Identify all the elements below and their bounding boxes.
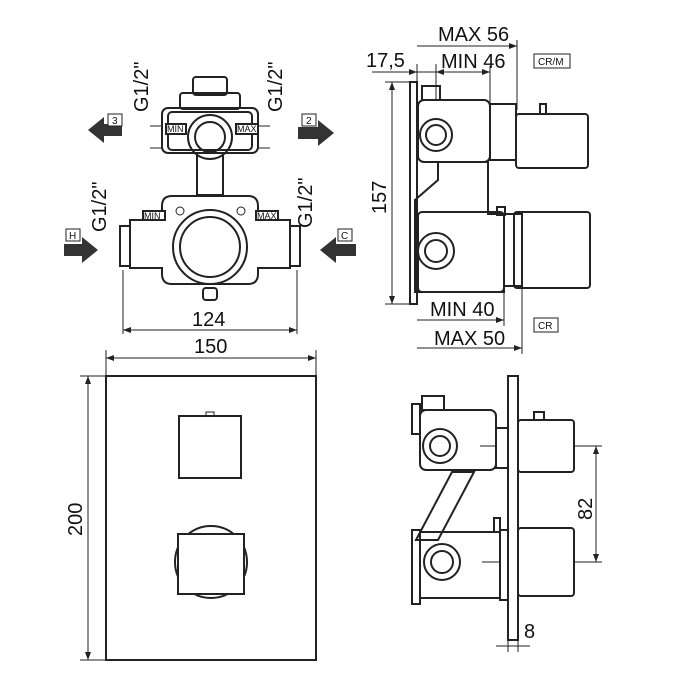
plate-side xyxy=(507,375,519,641)
width-124-label: 124 xyxy=(192,309,225,331)
thermostat-knob-side xyxy=(517,527,575,597)
diverter-body: MIN MAX xyxy=(150,76,270,160)
min-label-1: MIN xyxy=(167,124,184,134)
inlet-h-label: H xyxy=(69,231,76,242)
min-46-label: MIN 46 xyxy=(441,51,505,73)
tag-cr-m: CR/M xyxy=(538,57,564,68)
outlet-3-arrow-icon: 3 xyxy=(88,113,123,143)
thread-label-bottom-right: G1/2" xyxy=(295,178,317,228)
offset-17-5-label: 17,5 xyxy=(366,50,405,72)
thread-label-bottom-left: G1/2" xyxy=(89,182,111,232)
inlet-c-label: C xyxy=(341,231,348,242)
axis-spacing-82-label: 82 xyxy=(575,498,597,520)
thermostatic-body: MIN MAX xyxy=(119,195,301,301)
dimension-82: 82 xyxy=(574,445,602,563)
outlet-3-label: 3 xyxy=(112,116,118,127)
tag-cr: CR xyxy=(538,321,552,332)
dimension-124: 124 xyxy=(122,270,298,334)
body-front-view: MIN MAX MIN MAX xyxy=(64,62,356,334)
diverter-handle xyxy=(515,113,589,169)
min-label-2: MIN xyxy=(144,211,161,221)
dimension-157: 157 xyxy=(369,81,410,305)
thermostat-rosette xyxy=(174,525,248,599)
max-label-2: MAX xyxy=(257,211,277,221)
thermostat-handle xyxy=(513,211,591,289)
max-label-1: MAX xyxy=(237,124,257,134)
thread-label-top-right: G1/2" xyxy=(265,62,287,112)
dimension-max-56-min-46: MAX 56 MIN 46 xyxy=(417,24,518,110)
max-50-label: MAX 50 xyxy=(434,328,505,350)
plate-width-150-label: 150 xyxy=(194,336,227,358)
body-side-view: 17,5 MAX 56 MIN 46 CR/M 157 xyxy=(366,24,591,354)
max-56-label: MAX 56 xyxy=(438,24,509,46)
thermostat-knob xyxy=(177,533,245,595)
diverter-knob-side xyxy=(517,419,575,473)
installed-side-view: 82 8 xyxy=(411,375,602,652)
inlet-h-arrow-icon: H xyxy=(64,228,98,263)
min-40-label: MIN 40 xyxy=(430,299,494,321)
wall-plate xyxy=(409,81,418,305)
plate-height-200-label: 200 xyxy=(65,503,87,536)
dimension-150: 150 xyxy=(105,336,317,376)
thread-label-top-left: G1/2" xyxy=(131,62,153,112)
dimension-17-5: 17,5 xyxy=(366,50,444,100)
outlet-2-label: 2 xyxy=(306,116,312,127)
outlet-2-arrow-icon: 2 xyxy=(298,113,334,146)
inlet-c-arrow-icon: C xyxy=(320,228,356,263)
dimension-200: 200 xyxy=(65,375,106,661)
height-157-label: 157 xyxy=(369,181,391,214)
diverter-knob xyxy=(178,415,242,479)
cover-plate xyxy=(105,375,317,661)
dimension-8: 8 xyxy=(496,621,535,652)
plate-thickness-8-label: 8 xyxy=(524,621,535,643)
dimension-min-40-max-50: MIN 40 MAX 50 xyxy=(417,286,523,354)
plate-front-view: 150 200 xyxy=(65,336,317,661)
